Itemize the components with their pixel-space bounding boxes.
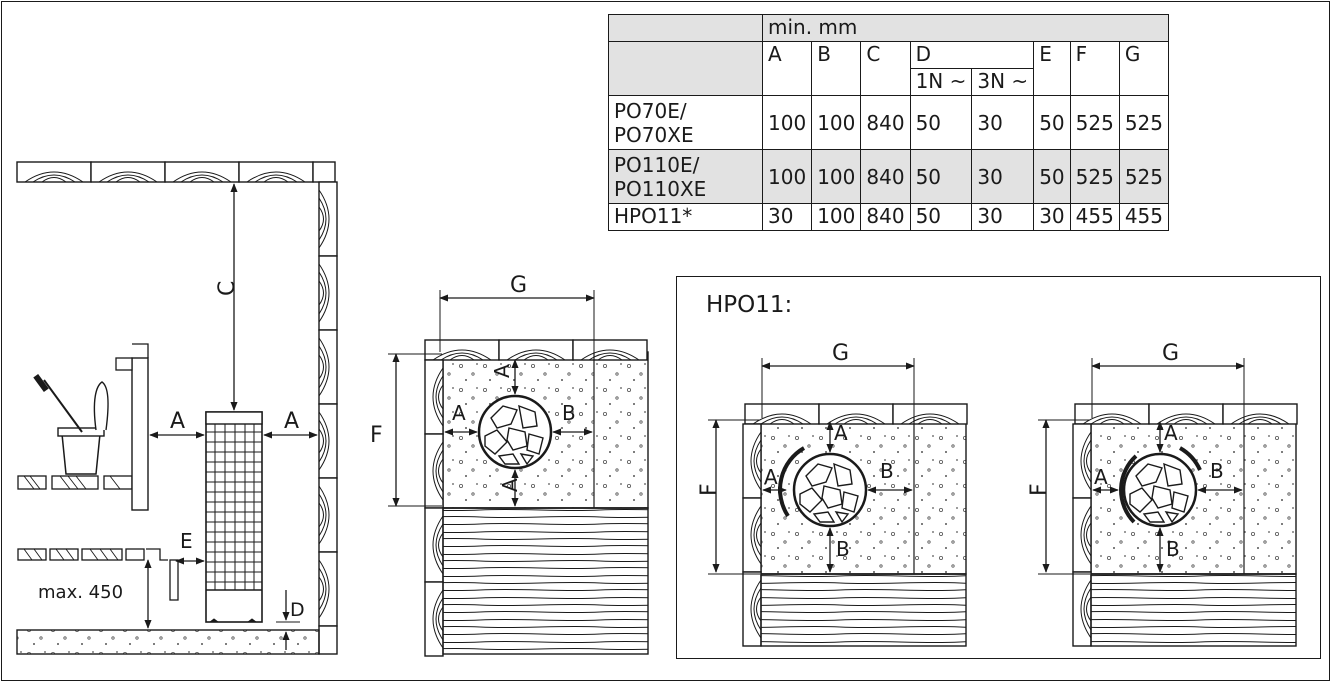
hpo1-dim-label-b-bottom: B (836, 537, 850, 561)
value-cell: 840 (860, 95, 911, 150)
dim-label-f: F (370, 423, 383, 448)
hpo11-view-2: G F A A B B (1027, 341, 1298, 647)
dim-label-max-450: max. 450 (38, 582, 123, 603)
table-header-row: min. mm (608, 14, 1170, 42)
side-view-drawing: C A A E max. 450 D (16, 161, 338, 655)
dim-label-c: C (215, 281, 240, 296)
hpo1-dim-label-a-top: A (834, 421, 848, 445)
hpo2-dim-label-a-left: A (1094, 465, 1108, 489)
dim-label-g: G (510, 273, 527, 298)
dim-label-a-right: A (284, 409, 299, 434)
top-view-drawing: G F A A A B (370, 273, 649, 657)
hpo1-dim-label-g: G (832, 341, 849, 366)
hpo11-panel (676, 276, 1321, 659)
model-cell: HPO11* (608, 203, 763, 231)
value-cell: 30 (1033, 203, 1071, 231)
dim-label-a-top: A (490, 364, 514, 378)
value-cell: 100 (811, 203, 862, 231)
table-corner-cell (608, 14, 763, 42)
dim-label-e: E (180, 529, 193, 553)
value-cell: 30 (761, 203, 813, 231)
value-cell: 525 (1069, 95, 1120, 150)
model-line: PO110XE (614, 176, 707, 201)
col-header-d-1n: 1N ~ (909, 68, 973, 96)
col-header-c: C (860, 41, 911, 96)
model-line: PO110E/ (614, 152, 700, 177)
value-cell: 840 (860, 149, 911, 204)
value-cell: 30 (971, 149, 1035, 204)
model-cell: PO70E/PO70XE (608, 95, 763, 150)
table-column-row: A B C D E F G (608, 41, 1170, 96)
hpo1-dim-label-a-left: A (764, 465, 778, 489)
value-cell: 30 (971, 203, 1035, 231)
hpo2-dim-label-b-bottom: B (1166, 537, 1180, 561)
hpo2-dim-label-b-right: B (1210, 459, 1224, 483)
value-cell: 525 (1118, 149, 1170, 204)
dim-label-d: D (290, 599, 305, 621)
hpo2-dim-label-f: F (1027, 483, 1052, 496)
model-line: PO70XE (614, 122, 694, 147)
table-subheader-row: 1N ~ 3N ~ (609, 68, 1169, 96)
hpo2-dim-label-g: G (1162, 341, 1179, 366)
table-blank-cell (608, 41, 763, 96)
value-cell: 100 (761, 95, 813, 150)
value-cell: 50 (909, 95, 973, 150)
value-cell: 100 (811, 149, 862, 204)
table-row: PO110E/PO110XE 100 100 840 50 30 50 525 … (608, 149, 1170, 204)
dim-label-a-left: A (452, 401, 466, 425)
hpo2-dim-label-a-top: A (1164, 421, 1178, 445)
dim-label-a-left: A (170, 409, 185, 434)
value-cell: 455 (1118, 203, 1170, 231)
col-header-e: E (1033, 41, 1071, 96)
value-cell: 50 (1033, 149, 1071, 204)
value-cell: 50 (909, 203, 973, 231)
col-header-d-3n: 3N ~ (971, 68, 1035, 96)
clearance-table: min. mm A B C D E F G 1N ~ 3N ~ PO70E/PO… (608, 14, 1170, 231)
dim-label-b: B (562, 401, 576, 425)
model-cell: PO110E/PO110XE (608, 149, 763, 204)
model-line: PO70E/ (614, 98, 687, 123)
table-unit-header: min. mm (761, 14, 1170, 42)
value-cell: 840 (860, 203, 911, 231)
table-row: PO70E/PO70XE 100 100 840 50 30 50 525 52… (608, 95, 1170, 150)
hpo1-dim-label-f: F (697, 483, 722, 496)
value-cell: 455 (1069, 203, 1120, 231)
hpo11-title: HPO11: (706, 292, 793, 318)
hpo11-view-1: G F A A B B (697, 341, 968, 647)
table-row: HPO11* 30 100 840 50 30 30 455 455 (608, 203, 1170, 231)
dim-label-a-bottom: A (498, 478, 522, 492)
value-cell: 30 (971, 95, 1035, 150)
value-cell: 50 (909, 149, 973, 204)
hpo1-dim-label-b-right: B (880, 459, 894, 483)
col-header-b: B (811, 41, 862, 96)
